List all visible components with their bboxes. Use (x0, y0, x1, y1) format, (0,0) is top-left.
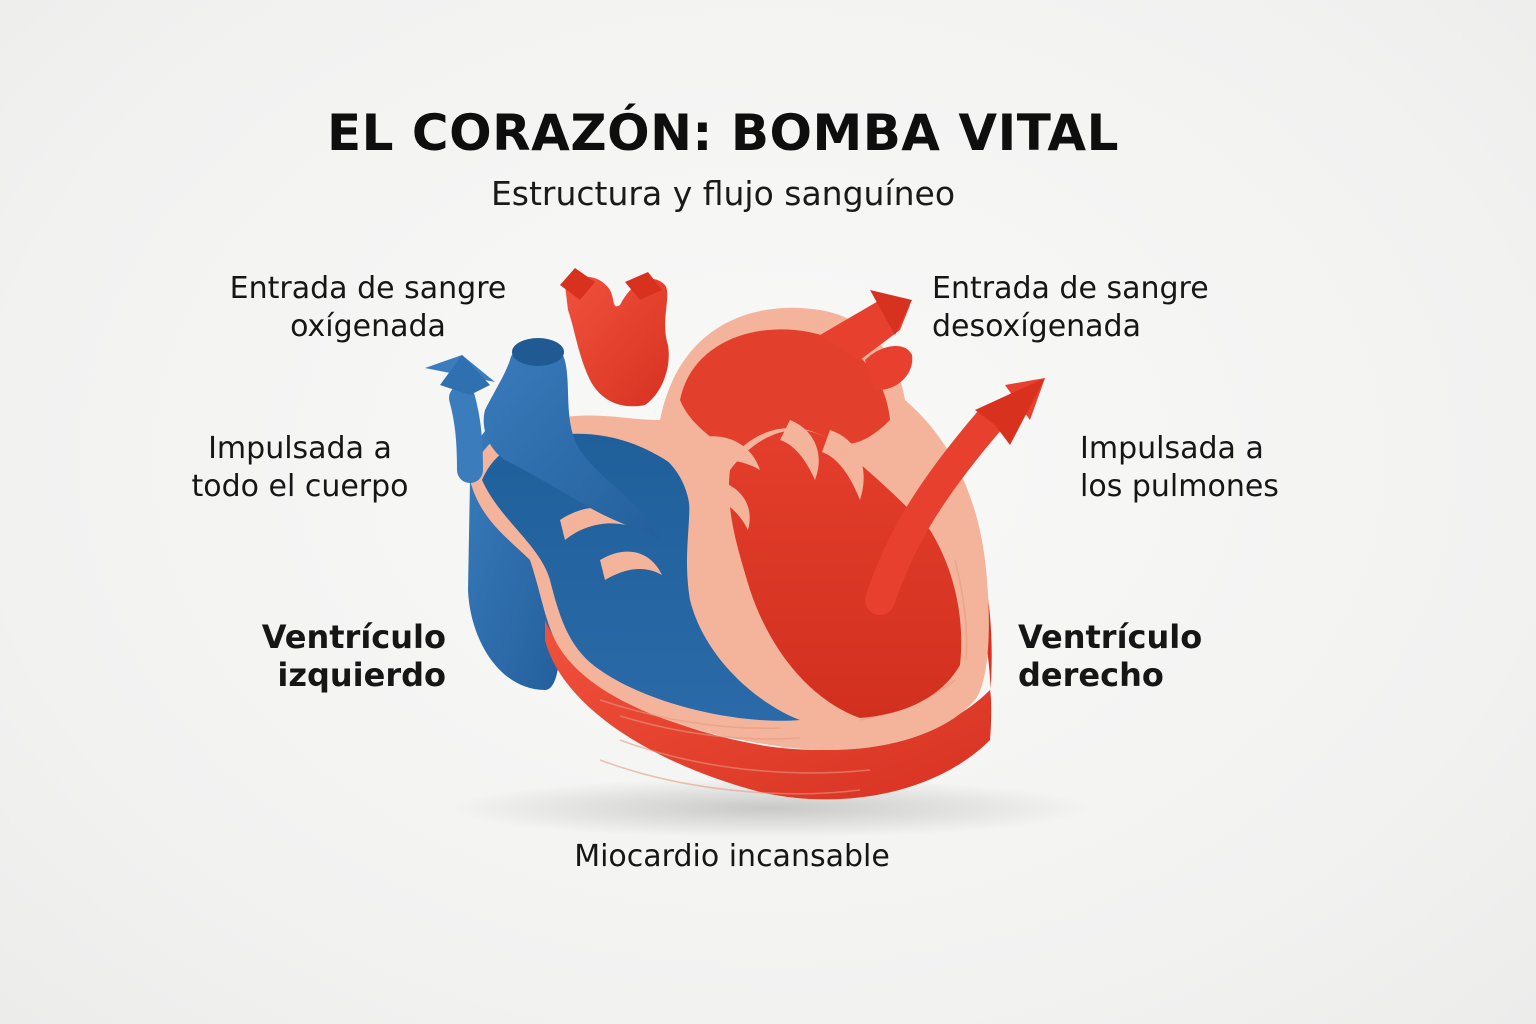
label-left-ventricle: Ventrículo izquierdo (261, 618, 446, 694)
valves (690, 420, 864, 530)
aorta-branch-left (560, 268, 595, 300)
aorta-branch-right (625, 272, 662, 300)
label-myocardium: Miocardio incansable (574, 839, 890, 874)
blue-vessel-opening (512, 338, 564, 366)
page-subtitle: Estructura y flujo sanguíneo (490, 174, 956, 213)
pulmonary-vessel-tip (870, 290, 912, 335)
aorta (565, 276, 669, 407)
myocardium-bottom (545, 620, 990, 800)
red-up-arrow-icon (865, 378, 1045, 615)
right-atrium-chamber (680, 329, 890, 455)
label-right-ventricle: Ventrículo derecho (1018, 618, 1203, 694)
right-ventricle-chamber (728, 430, 962, 718)
muscle-striations (599, 559, 968, 795)
blue-up-arrow-icon (425, 355, 495, 483)
label-pumped-lungs: Impulsada a los pulmones (1080, 431, 1279, 504)
label-pumped-body: Impulsada a todo el cuerpo (191, 431, 409, 504)
label-deoxygenated-input: Entrada de sangre desoxígenada (932, 271, 1209, 344)
page-title: EL CORAZÓN: BOMBA VITAL (327, 104, 1119, 162)
blue-vessel (483, 341, 660, 540)
pulmonary-vessel-lower (865, 345, 913, 391)
label-oxygenated-input: Entrada de sangre oxígenada (229, 271, 507, 344)
heart-shadow (450, 778, 1090, 838)
left-ventricle-chamber (482, 433, 800, 721)
